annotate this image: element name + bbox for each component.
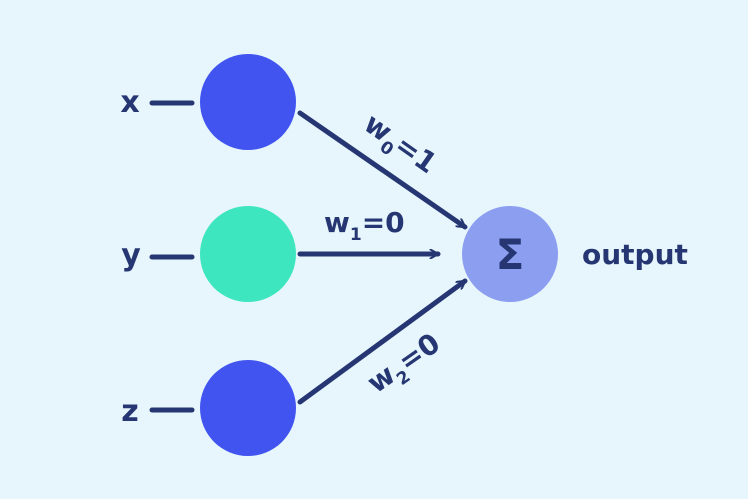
input-node-z: [200, 360, 296, 456]
input-label-y: y: [121, 238, 141, 273]
input-node-x: [200, 54, 296, 150]
output-label: output: [582, 238, 688, 271]
weight-label-2: w2=0: [361, 326, 449, 404]
weight-label-1: w1=0: [324, 206, 405, 245]
sigma-symbol: Σ: [496, 230, 525, 279]
weight-label-0: w0=1: [355, 107, 443, 185]
input-label-z: z: [121, 394, 138, 429]
input-label-x: x: [120, 85, 139, 120]
edge-z-to-sum: [297, 278, 468, 405]
edge-x-to-sum: [297, 110, 468, 230]
sum-node: [462, 206, 558, 302]
input-node-y: [200, 206, 296, 302]
